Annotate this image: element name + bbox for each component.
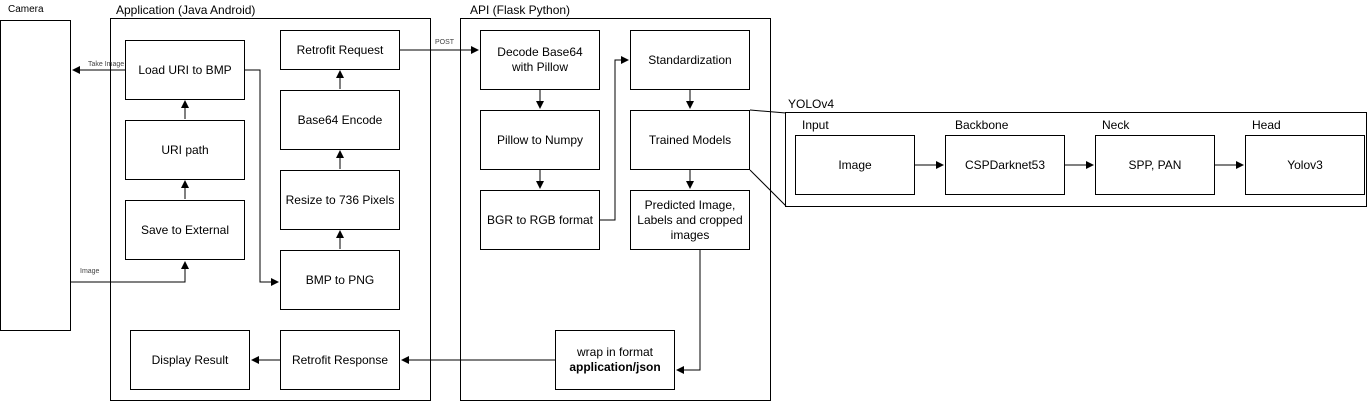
edge-load-to-bmp (245, 69, 279, 286)
zoom-line-bottom (749, 169, 787, 207)
node-predicted: Predicted Image, Labels and cropped imag… (630, 190, 750, 250)
node-yolov3: Yolov3 (1245, 135, 1365, 195)
node-wrap-json: wrap in format application/json (555, 330, 675, 390)
node-retrofit-response: Retrofit Response (280, 330, 400, 390)
node-pillow-numpy: Pillow to Numpy (480, 110, 600, 170)
yolo-stage-neck: Neck (1102, 118, 1130, 132)
node-standardization: Standardization (630, 30, 750, 90)
node-base64-encode: Base64 Encode (280, 90, 400, 150)
edge-label-image: Image (80, 268, 100, 275)
node-display-result: Display Result (130, 330, 250, 390)
yolo-title: YOLOv4 (788, 97, 835, 111)
node-retrofit-request: Retrofit Request (280, 30, 400, 70)
zoom-line-top (749, 109, 787, 114)
edge-label-take-image: Take Image (88, 61, 125, 68)
edge-predicted-to-wrap (676, 250, 701, 374)
node-spp-pan: SPP, PAN (1095, 135, 1215, 195)
yolo-stage-backbone: Backbone (955, 118, 1009, 132)
node-decode-base64: Decode Base64 with Pillow (480, 30, 600, 90)
yolo-stage-input: Input (802, 118, 829, 132)
edge-camera-to-save (71, 261, 189, 283)
node-save-external: Save to External (125, 200, 245, 260)
node-trained-models: Trained Models (630, 110, 750, 170)
api-container (460, 18, 771, 401)
camera-container (0, 20, 71, 331)
edge-label-post: POST (435, 39, 455, 46)
yolo-container (785, 112, 1367, 207)
node-resize: Resize to 736 Pixels (280, 170, 400, 230)
node-bmp-png: BMP to PNG (280, 250, 400, 310)
edge-bgr-to-standardization (600, 56, 629, 221)
yolo-stage-head: Head (1252, 118, 1281, 132)
api-title: API (Flask Python) (470, 3, 571, 17)
node-load-uri: Load URI to BMP (125, 40, 245, 100)
node-uri-path: URI path (125, 120, 245, 180)
application-container (110, 18, 431, 401)
node-bgr-rgb: BGR to RGB format (480, 190, 600, 250)
application-title: Application (Java Android) (116, 3, 256, 17)
node-cspdarknet: CSPDarknet53 (945, 135, 1065, 195)
camera-title: Camera (8, 4, 44, 15)
node-image: Image (795, 135, 915, 195)
